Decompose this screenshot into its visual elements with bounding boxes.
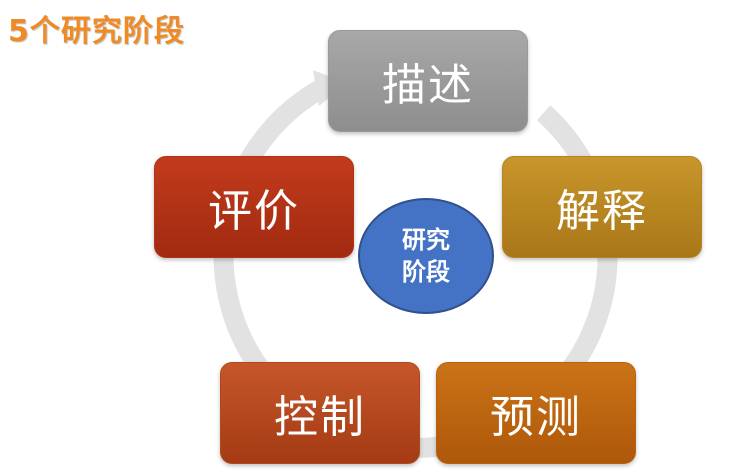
stage-control: 控制 [220,362,420,464]
stage-evaluate: 评价 [154,156,354,258]
page-title: 5个研究阶段 [8,14,185,49]
center-label-line2: 阶段 [402,258,450,286]
stage-predict: 预测 [436,362,636,464]
stage-describe: 描述 [328,30,528,132]
center-circle: 研究 阶段 [358,198,494,314]
stage-explain: 解释 [502,156,702,258]
center-label-line1: 研究 [402,226,450,254]
